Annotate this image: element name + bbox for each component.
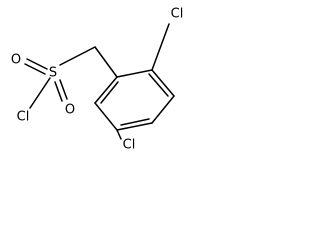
bond-sulfur-to-oxygen-bottom-a [54, 81, 63, 102]
bond-ch2-to-sulfur [59, 46, 96, 66]
atom-label-sulfur: S [49, 66, 57, 81]
ring-double-bond-c4-c5 [148, 73, 169, 97]
ring-bond-c5-c6 [116, 69, 153, 78]
atom-label-oxygen-bottom: O [65, 103, 75, 118]
bond-ring-to-cl-top [151, 23, 170, 71]
bond-sulfur-to-oxygen-left-a [26, 58, 48, 70]
ring-bond-c2-c3 [116, 122, 153, 131]
atom-label-cl-bottom: Cl [123, 138, 136, 153]
ring-bond-c4-c5 [151, 69, 175, 97]
atom-label-cl-top: Cl [171, 7, 184, 22]
ring-double-bond-c6-c1 [100, 81, 119, 104]
ring-bond-c3-c4 [151, 95, 175, 124]
bond-sulfur-to-oxygen-bottom-b [59, 79, 68, 100]
bond-sulfur-to-oxygen-left-b [24, 63, 46, 75]
bond-ring-to-cl-bottom [116, 129, 122, 140]
bond-ring-to-ch2 [94, 46, 118, 78]
ring-bond-c1-c2 [94, 102, 118, 131]
ring-double-bond-c2-c3 [120, 118, 150, 126]
chemical-structure: Cl Cl S O O Cl [11, 7, 184, 153]
ring-bond-c6-c1 [94, 76, 118, 104]
atom-label-oxygen-left: O [11, 53, 21, 68]
benzene-ring [94, 69, 175, 131]
bond-sulfur-to-cl [29, 77, 51, 109]
atom-label-cl-sulfonyl: Cl [17, 110, 30, 125]
